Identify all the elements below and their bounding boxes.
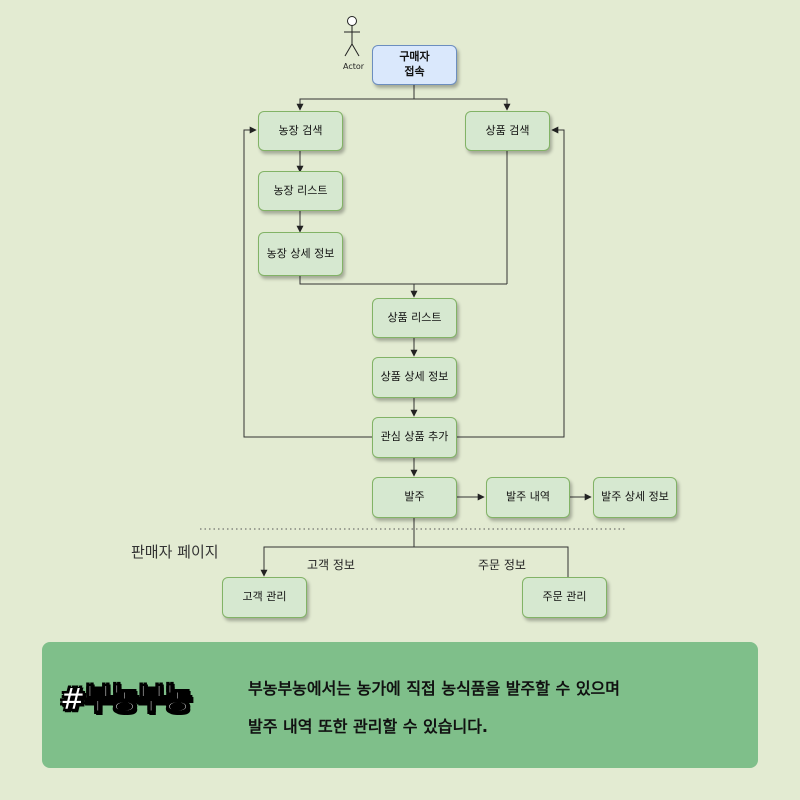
node-order-history-label: 발주 내역 bbox=[506, 490, 550, 504]
node-farm-detail-label: 농장 상세 정보 bbox=[266, 246, 335, 260]
node-product-list-label: 상품 리스트 bbox=[387, 310, 442, 324]
edge-interest-loop-farm bbox=[243, 126, 372, 438]
node-add-interest-label: 관심 상품 추가 bbox=[380, 430, 449, 444]
node-farm-search-label: 농장 검색 bbox=[278, 123, 323, 137]
actor-label: Actor bbox=[343, 62, 365, 71]
node-customer-mgmt[interactable]: 고객 관리 bbox=[222, 577, 307, 618]
node-order-label: 발주 bbox=[404, 490, 425, 504]
edge-label-customer-info: 고객 정보 bbox=[305, 556, 357, 573]
banner-hashtag: #부농부농 bbox=[60, 682, 193, 718]
edge-split-farm-search bbox=[296, 98, 414, 111]
node-order-detail-label: 발주 상세 정보 bbox=[601, 490, 669, 504]
node-order[interactable]: 발주 bbox=[372, 477, 457, 518]
node-farm-search[interactable]: 농장 검색 bbox=[258, 111, 343, 151]
seller-page-label: 판매자 페이지 bbox=[131, 543, 219, 561]
edge-seller-order-mgmt bbox=[414, 546, 569, 578]
node-product-search-label: 상품 검색 bbox=[485, 123, 530, 137]
node-product-detail[interactable]: 상품 상세 정보 bbox=[372, 357, 457, 398]
node-farm-detail[interactable]: 농장 상세 정보 bbox=[258, 232, 343, 276]
node-customer-mgmt-label: 고객 관리 bbox=[242, 590, 287, 604]
node-farm-list-label: 농장 리스트 bbox=[273, 183, 328, 197]
node-add-interest[interactable]: 관심 상품 추가 bbox=[372, 417, 457, 458]
node-order-mgmt[interactable]: 주문 관리 bbox=[522, 577, 607, 618]
node-product-search[interactable]: 상품 검색 bbox=[465, 111, 550, 151]
actor-icon bbox=[344, 16, 360, 57]
edge-interest-loop-product bbox=[456, 126, 565, 438]
flow-diagram bbox=[200, 16, 626, 578]
node-product-detail-label: 상품 상세 정보 bbox=[380, 370, 449, 384]
edge-label-order-info: 주문 정보 bbox=[476, 556, 528, 573]
node-buyer-login-line2: 접속 bbox=[404, 65, 425, 78]
node-order-detail[interactable]: 발주 상세 정보 bbox=[593, 477, 677, 518]
edge-farm-detail-merge bbox=[299, 276, 507, 285]
node-farm-list[interactable]: 농장 리스트 bbox=[258, 171, 343, 211]
banner-text-line1: 부농부농에서는 농가에 직접 농식품을 발주할 수 있으며 bbox=[248, 679, 620, 698]
node-order-mgmt-label: 주문 관리 bbox=[542, 590, 587, 604]
edge-split-product-search bbox=[414, 98, 511, 111]
edge-seller-customer-mgmt bbox=[260, 546, 414, 577]
info-banner: #부농부농 부농부농에서는 농가에 직접 농식품을 발주할 수 있으며 발주 내… bbox=[42, 642, 758, 768]
node-product-list[interactable]: 상품 리스트 bbox=[372, 298, 457, 338]
node-buyer-login-line1: 구매자 bbox=[399, 50, 430, 64]
banner-text-line2: 발주 내역 또한 관리할 수 있습니다. bbox=[248, 717, 489, 736]
node-order-history[interactable]: 발주 내역 bbox=[486, 477, 570, 518]
